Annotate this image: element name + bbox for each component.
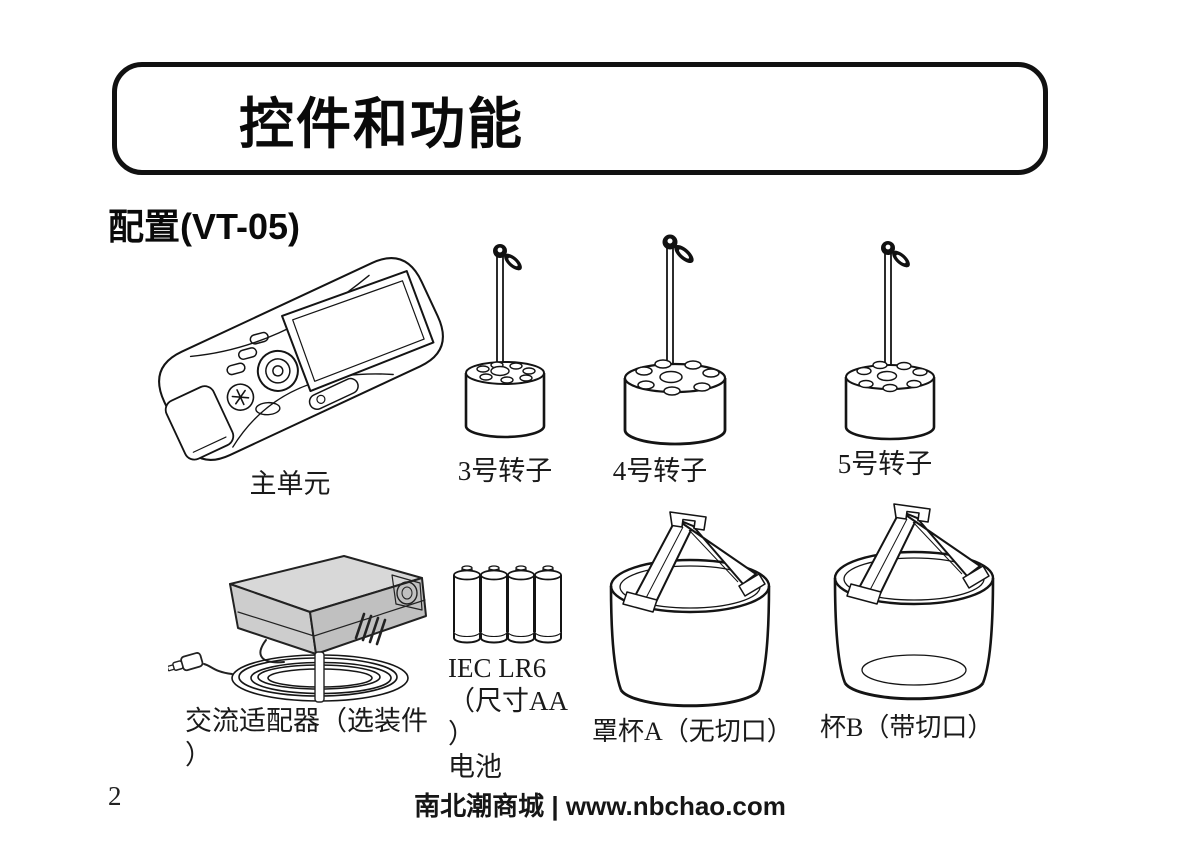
rotor-3-illustration [464,244,546,439]
ac-adapter-illustration [168,555,427,703]
rotor-5-illustration [844,241,936,441]
main-unit-label: 主单元 [249,469,331,499]
section-heading: 配置(VT-05) [108,206,301,247]
rotor-5-label: 5号转子 [837,449,933,479]
batteries-label: IEC LR6 （尺寸AA ） 电池 [448,653,568,782]
cup-b-label: 杯B（带切口） [820,713,994,742]
cup-b-illustration [833,503,995,701]
rotor-4-label: 4号转子 [612,456,708,486]
batteries-illustration [453,565,562,644]
main-unit-illustration [158,257,444,461]
title-box: 控件和功能 [112,62,1048,175]
page-title: 控件和功能 [239,92,525,155]
rotor-3-label: 3号转子 [457,456,553,486]
page-number: 2 [108,781,122,811]
cup-a-label: 罩杯A（无切口） [592,717,793,746]
cup-a-illustration [609,511,771,708]
rotor-4-illustration [623,234,727,446]
footer-site-text: 南北潮商城 | www.nbchao.com [414,791,786,821]
ac-adapter-label: 交流适配器（选装件 ） [185,706,428,770]
